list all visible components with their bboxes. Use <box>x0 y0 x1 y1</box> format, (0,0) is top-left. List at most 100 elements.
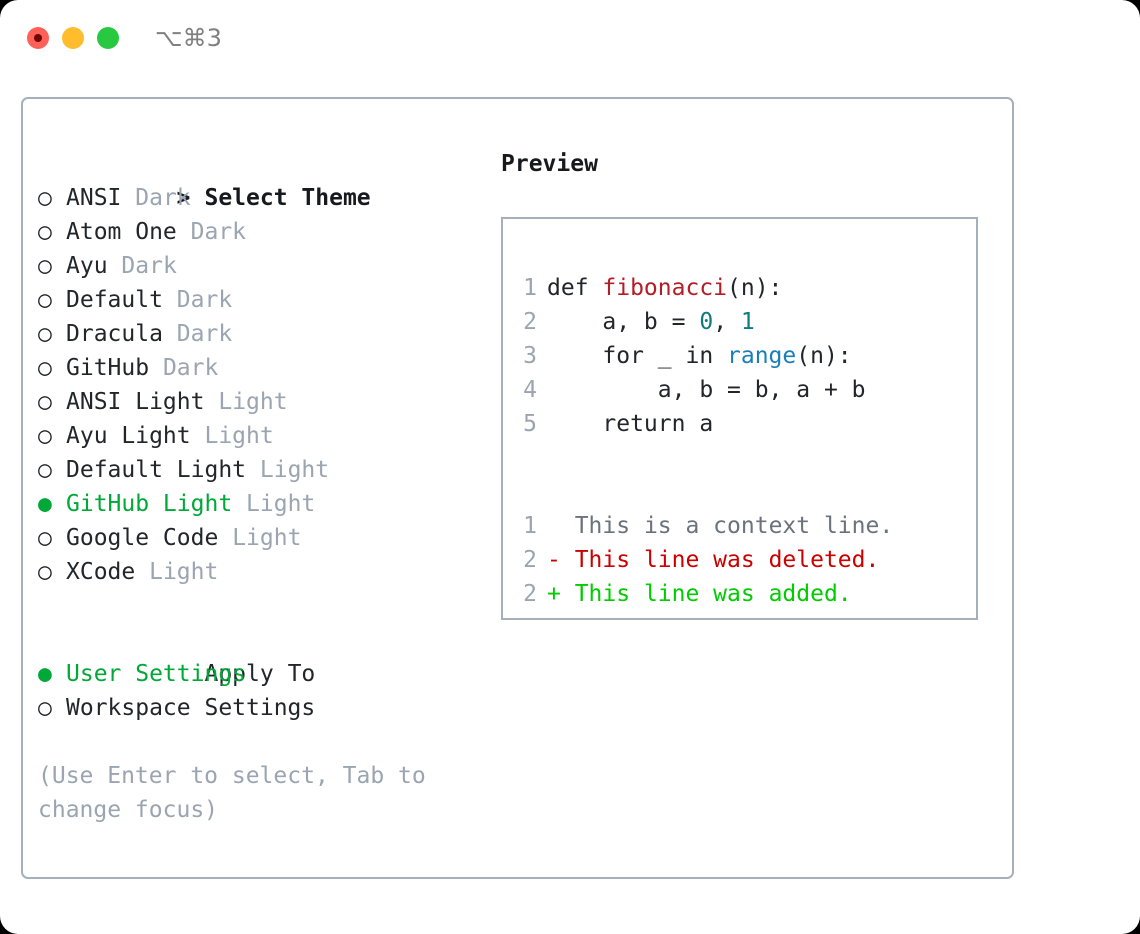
theme-item-gap <box>246 457 260 483</box>
diff-sample: 1 This is a context line.2- This line wa… <box>503 509 976 611</box>
apply-to-heading: Apply To <box>38 623 498 687</box>
theme-item-default-light[interactable]: ○ Default Light Light <box>38 453 498 487</box>
theme-item-label: XCode <box>66 559 136 585</box>
code-line: 5 return a <box>503 407 976 441</box>
theme-item-gap <box>121 185 135 211</box>
diff-line-add: 2+ This line was added. <box>503 577 976 611</box>
apply-to-item-workspace-settings[interactable]: ○Workspace Settings <box>38 691 498 725</box>
theme-item-label: Default Light <box>66 457 247 483</box>
theme-item-tag: Dark <box>162 355 219 381</box>
theme-item-default[interactable]: ○Default Dark <box>38 283 498 317</box>
diff-text: This is a context line. <box>560 513 894 539</box>
theme-list: ○ANSI Dark○Atom One Dark○Ayu Dark○Defaul… <box>38 181 498 589</box>
code-token-plain: (n): <box>727 275 783 301</box>
code-line: 1 def fibonacci(n): <box>503 271 976 305</box>
theme-item-gap <box>163 287 177 313</box>
radio-unselected-icon: ○ <box>38 559 52 585</box>
theme-item-gap <box>191 423 205 449</box>
theme-item-gap <box>135 559 149 585</box>
theme-item-tag: Light <box>149 559 219 585</box>
diff-marker: + <box>547 581 561 607</box>
theme-item-label: Ayu Light <box>66 423 191 449</box>
theme-item-gap <box>163 321 177 347</box>
apply-to-item-label: User Settings <box>66 661 247 687</box>
code-token-plain: for _ in <box>547 343 728 369</box>
theme-item-tag: Light <box>259 457 330 483</box>
theme-item-xcode[interactable]: ○ XCode Light <box>38 555 498 589</box>
radio-unselected-icon: ○ <box>38 457 52 483</box>
radio-selected-icon: ● <box>38 491 52 517</box>
theme-item-tag: Dark <box>176 287 233 313</box>
radio-unselected-icon: ○ <box>38 185 52 211</box>
radio-unselected-icon: ○ <box>38 389 52 415</box>
theme-item-label: Default <box>66 287 163 313</box>
theme-item-github[interactable]: ○ GitHub Dark <box>38 351 498 385</box>
radio-unselected-icon: ○ <box>38 321 52 347</box>
theme-item-ayu[interactable]: ○ Ayu Dark <box>38 249 498 283</box>
code-token-plain: a, b = <box>547 309 700 335</box>
keyboard-shortcut-label: ⌥⌘3 <box>155 24 222 52</box>
theme-selector-column: > Select Theme ○ANSI Dark○Atom One Dark○… <box>38 147 498 827</box>
radio-unselected-icon: ○ <box>38 355 52 381</box>
theme-item-tag: Light <box>218 389 288 415</box>
line-number: 5 <box>523 411 537 437</box>
theme-item-tag: Light <box>232 525 302 551</box>
diff-text: This line was added. <box>560 581 852 607</box>
select-theme-heading: > Select Theme <box>38 147 498 211</box>
code-token-fn: fibonacci <box>602 275 728 301</box>
theme-item-tag: Dark <box>121 253 177 279</box>
radio-unselected-icon: ○ <box>38 423 52 449</box>
code-token-num: 0 <box>699 309 714 335</box>
diff-text: This line was deleted. <box>560 547 880 573</box>
theme-item-tag: Light <box>204 423 274 449</box>
diff-marker <box>547 513 561 539</box>
theme-item-tag: Dark <box>135 185 191 211</box>
radio-selected-icon: ● <box>38 661 52 687</box>
help-text: (Use Enter to select, Tab to change focu… <box>38 763 440 823</box>
theme-item-tag: Light <box>246 491 316 517</box>
theme-item-label: Ayu <box>66 253 108 279</box>
theme-item-label: GitHub <box>66 355 150 381</box>
code-diff-spacer <box>503 441 976 475</box>
close-button[interactable] <box>27 27 49 49</box>
diff-line-del: 2- This line was deleted. <box>503 543 976 577</box>
theme-item-gap <box>232 491 246 517</box>
theme-item-dracula[interactable]: ○Dracula Dark <box>38 317 498 351</box>
code-token-plain: (n): <box>796 343 852 369</box>
theme-item-github-light[interactable]: ● GitHub Light Light <box>38 487 498 521</box>
prompt-caret-icon: > <box>176 185 205 211</box>
minimize-button[interactable] <box>62 27 84 49</box>
apply-to-item-label: Workspace Settings <box>66 695 316 721</box>
theme-item-label: Atom One <box>66 219 177 245</box>
theme-item-gap <box>204 389 218 415</box>
line-number: 2 <box>523 547 537 573</box>
theme-item-label: Dracula <box>66 321 163 347</box>
line-number: 2 <box>523 309 537 335</box>
theme-item-atom-one[interactable]: ○Atom One Dark <box>38 215 498 249</box>
diff-line-ctx: 1 This is a context line. <box>503 509 976 543</box>
theme-item-ayu-light[interactable]: ○ Ayu Light Light <box>38 419 498 453</box>
radio-unselected-icon: ○ <box>38 253 52 279</box>
maximize-button[interactable] <box>97 27 119 49</box>
theme-item-ansi[interactable]: ○ANSI Dark <box>38 181 498 215</box>
code-token-plain: , <box>713 309 741 335</box>
code-token-num: 1 <box>740 309 755 335</box>
theme-item-google-code[interactable]: ○Google Code Light <box>38 521 498 555</box>
main-panel: > Select Theme ○ANSI Dark○Atom One Dark○… <box>21 97 1014 879</box>
code-line: 2 a, b = 0, 1 <box>503 305 976 339</box>
theme-item-label: GitHub Light <box>66 491 233 517</box>
code-line: 3 for _ in range(n): <box>503 339 976 373</box>
theme-item-tag: Dark <box>190 219 247 245</box>
diff-marker: - <box>547 547 561 573</box>
theme-item-ansi-light[interactable]: ○ANSI Light Light <box>38 385 498 419</box>
window-controls <box>27 27 119 49</box>
code-diff-spacer-2 <box>503 475 976 509</box>
code-token-plain: def <box>547 275 603 301</box>
apply-to-item-user-settings[interactable]: ● User Settings <box>38 657 498 691</box>
line-number: 1 <box>523 275 537 301</box>
theme-item-gap <box>108 253 122 279</box>
